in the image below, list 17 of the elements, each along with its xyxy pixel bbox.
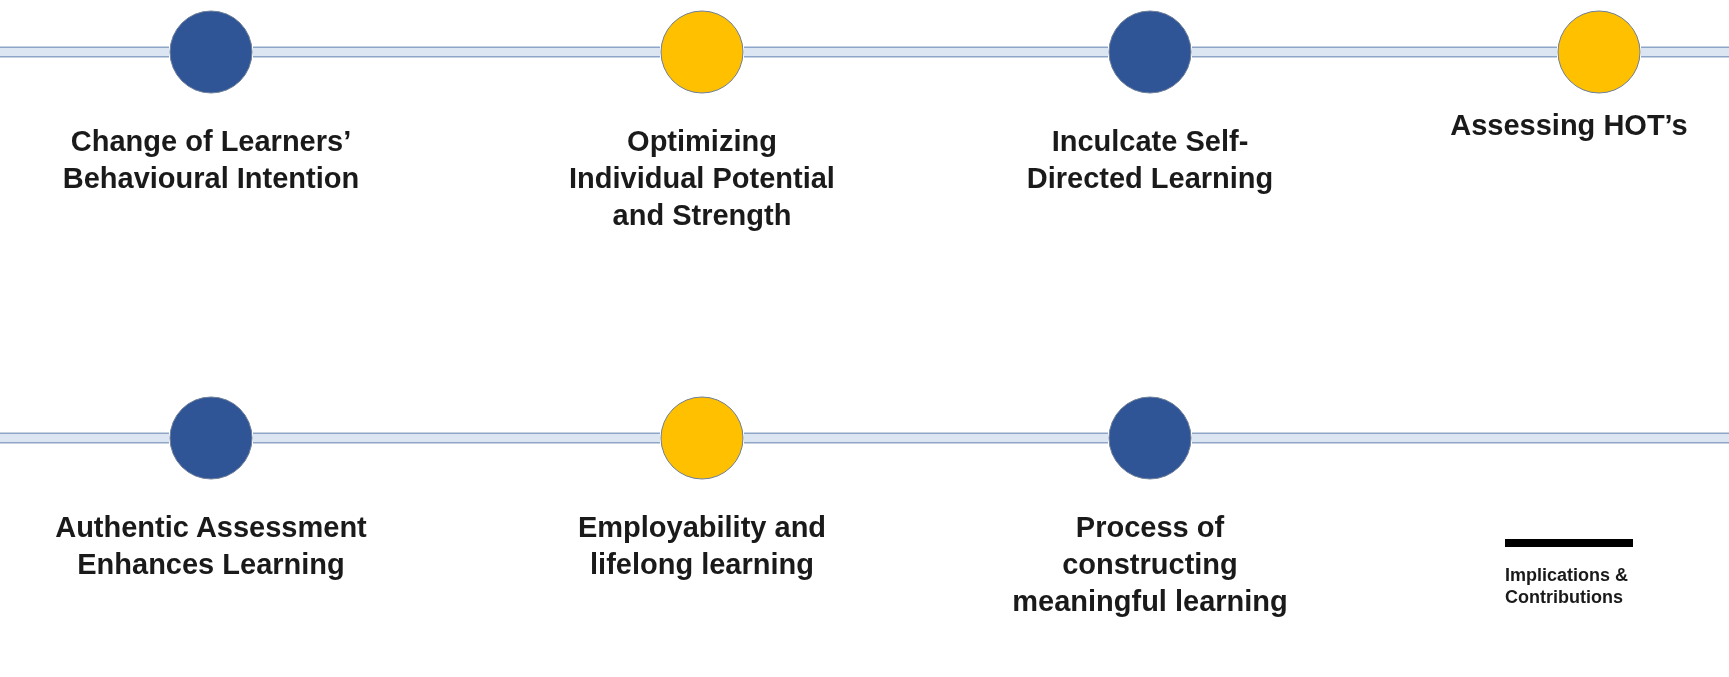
connector-line [253, 432, 660, 444]
milestone-label: Change of Learners’ Behavioural Intention [61, 124, 361, 196]
milestone-label: Assessing HOT’s [1449, 108, 1689, 143]
milestone-label: Authentic Assessment Enhances Learning [54, 510, 368, 582]
milestone-label: Employability and lifelong learning [576, 510, 828, 582]
connector-line [1641, 46, 1729, 58]
milestone-label: Optimizing Individual Potential and Strength [568, 124, 836, 233]
connector-line [1192, 432, 1729, 444]
connector-line [0, 432, 169, 444]
connector-line [1192, 46, 1557, 58]
connector-line [0, 46, 169, 58]
milestone-label: Inculcate Self- Directed Learning [1025, 124, 1275, 196]
legend-label: Implications & Contributions [1505, 564, 1630, 608]
connector-line [744, 432, 1108, 444]
connector-line [253, 46, 660, 58]
connector-line [744, 46, 1108, 58]
milestone-label: Process of constructing meaningful learning [1011, 510, 1289, 619]
